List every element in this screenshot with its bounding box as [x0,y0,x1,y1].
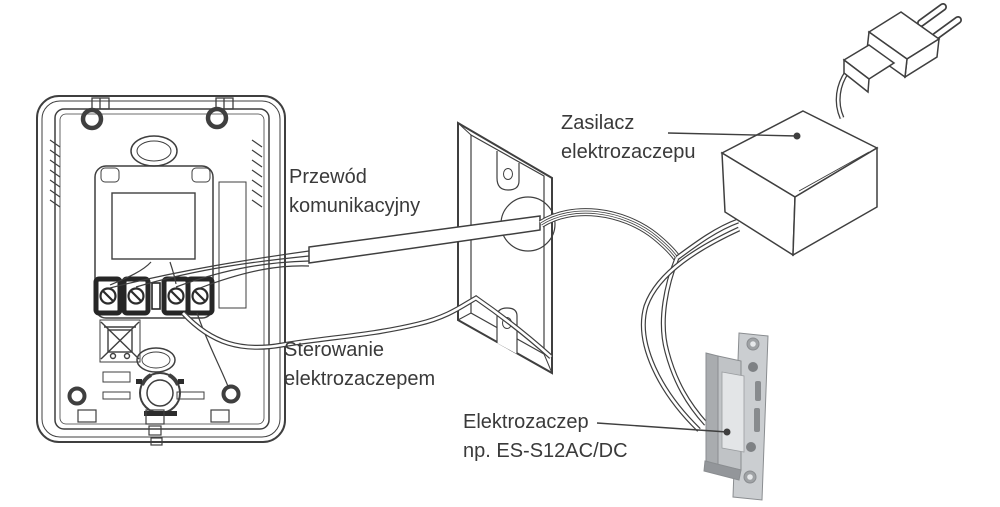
strike-foot [703,460,742,481]
junction-box [457,121,556,375]
door-station-rear [36,95,286,446]
mounting-clip [91,97,234,110]
strike-body-side [705,352,719,466]
label-line: Zasilacz [561,112,635,134]
leader-lines [596,132,801,436]
label-communication-cable: Przewód komunikacyjny [289,163,420,221]
label-strike-control: Sterowanie elektrozaczepem [284,336,435,394]
label-line: Przewód [289,166,367,188]
communication-cable [308,215,541,264]
label-line: Sterowanie [284,339,385,361]
label-line: np. ES-S12AC/DC [463,440,628,462]
wiring [109,70,850,432]
bottom-clips [77,409,230,446]
label-psu: Zasilacz elektrozaczepu [561,109,696,167]
label-line: elektrozaczepu [561,141,696,163]
side-panel-slot [218,181,247,309]
label-line: elektrozaczepem [284,368,436,390]
label-line: Elektrozaczep [463,411,589,433]
power-plug [842,3,962,94]
screw-hole [67,106,241,406]
label-plates [102,371,205,400]
wire-bundle [538,208,681,261]
fan-wires [109,250,310,289]
plug-prongs [917,3,962,40]
terminal-screw [99,287,209,305]
strike-control-wires [181,295,553,359]
weee-icon [99,319,141,363]
knob-label-smudge [144,411,177,416]
plug-cord [835,70,850,120]
terminal-block [93,276,215,316]
electric-strike [703,332,769,501]
power-supply-box [720,110,879,257]
volume-knob [136,372,184,416]
vent-slats [49,139,263,208]
strike-leader-dot [723,428,731,436]
strike-leader-line [596,422,728,433]
cable-grommet [136,347,176,373]
psu-leader-line [667,132,798,137]
strike-feed-wires [640,226,741,432]
psu-feed-wires [675,218,739,261]
strike-keeper [721,371,745,453]
label-line: komunikacyjny [289,195,421,217]
psu-leader-dot [793,132,801,140]
diagram-art [36,3,962,501]
label-strike: Elektrozaczep np. ES-S12AC/DC [463,408,628,466]
camera-module [94,165,214,319]
